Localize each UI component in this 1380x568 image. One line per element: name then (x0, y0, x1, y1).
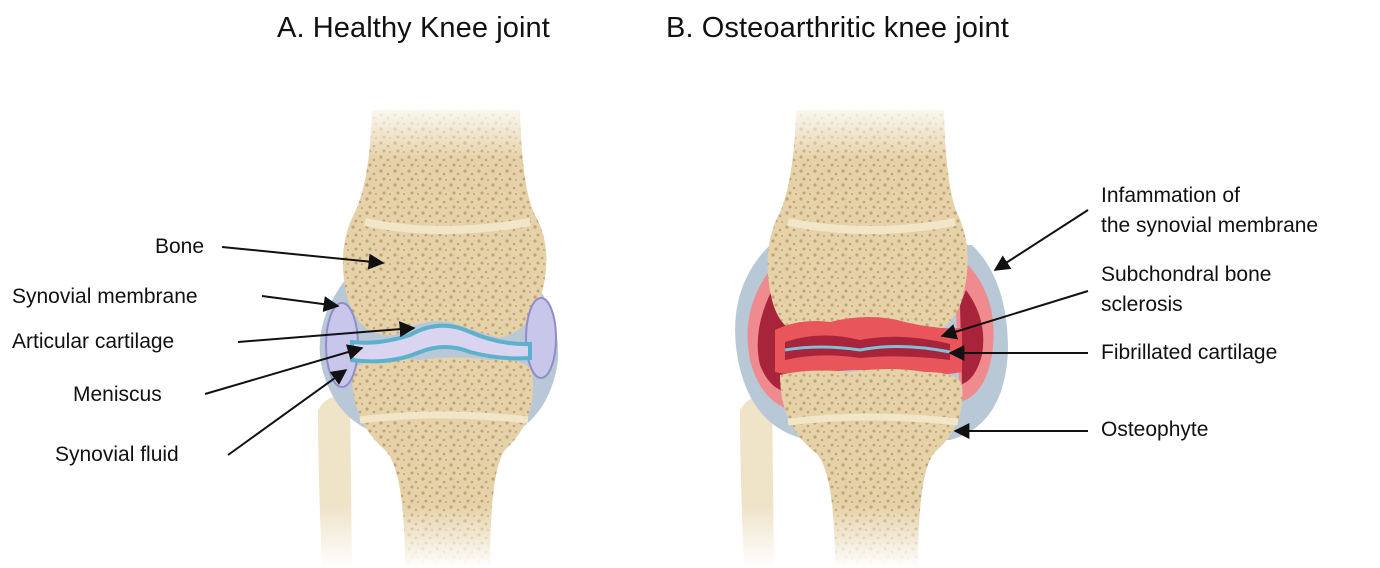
panel-a-title: A. Healthy Knee joint (277, 12, 550, 45)
label-synovial-membrane: Synovial membrane (12, 284, 198, 310)
label-osteophyte: Osteophyte (1101, 417, 1208, 443)
label-meniscus: Meniscus (73, 382, 162, 408)
synovial-fluid-right-a (526, 298, 556, 378)
label-synovial-fluid: Synovial fluid (55, 442, 179, 468)
label-inflammation-line2: the synovial membrane (1101, 213, 1318, 239)
arrow-synovial-membrane (262, 296, 338, 306)
label-sclerosis-line1: Subchondral bone (1101, 262, 1271, 288)
arrow-inflammation (995, 210, 1088, 270)
osteoarthritic-knee-illustration (720, 100, 1008, 568)
label-bone: Bone (155, 234, 204, 260)
label-sclerosis-line2: sclerosis (1101, 292, 1183, 318)
label-fibrillated-cartilage: Fibrillated cartilage (1101, 340, 1277, 366)
label-inflammation-line1: Infammation of (1101, 183, 1240, 209)
panel-b-title: B. Osteoarthritic knee joint (666, 12, 1009, 45)
label-articular-cartilage: Articular cartilage (12, 329, 174, 355)
